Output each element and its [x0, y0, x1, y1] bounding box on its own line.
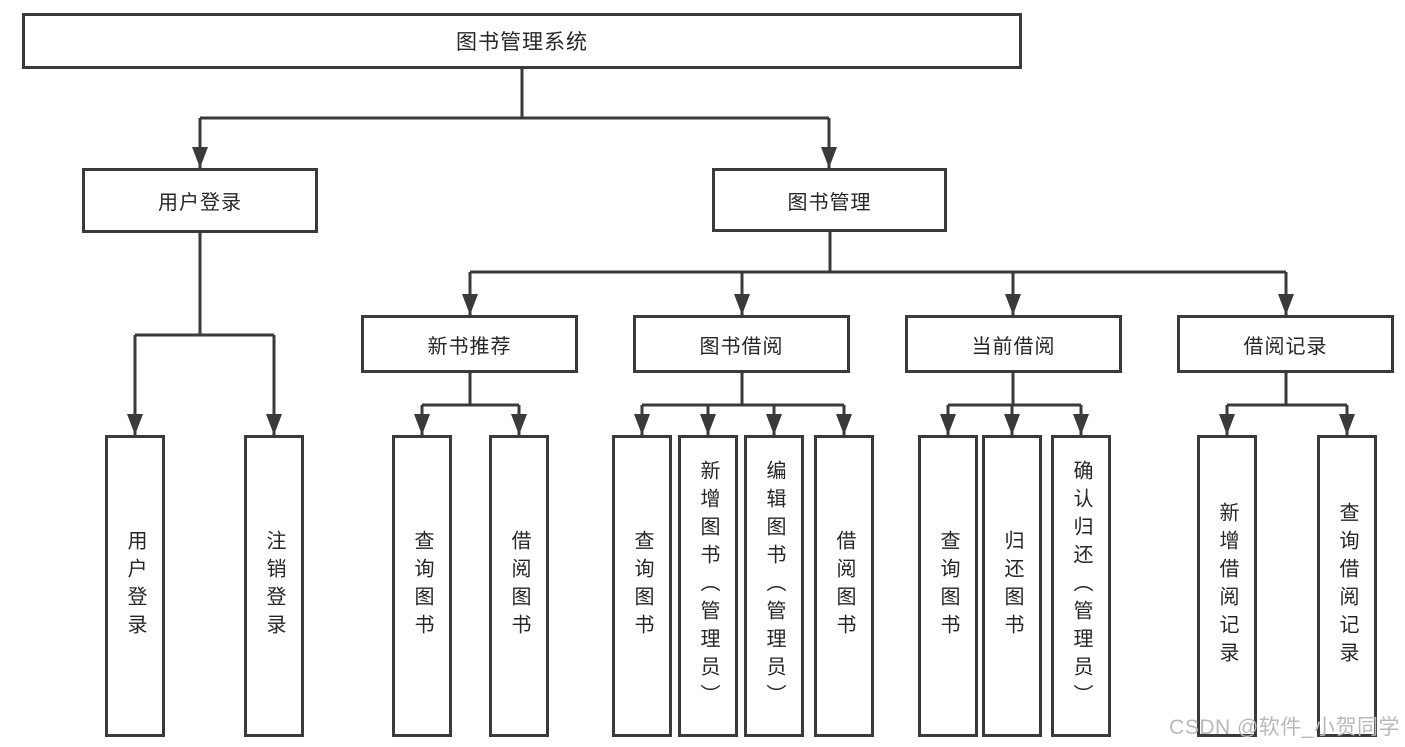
- leaf-query-books-current: 查询图书: [918, 435, 978, 737]
- leaf-borrow-books-recommend: 借阅图书: [489, 435, 549, 737]
- leaf-borrow-books-borrowing: 借阅图书: [814, 435, 874, 737]
- node-new-book-recommend: 新书推荐: [361, 315, 578, 373]
- leaf-confirm-return-admin-label: 确认归还（管理员）: [1070, 460, 1092, 712]
- node-current-borrowing: 当前借阅: [905, 315, 1122, 373]
- node-borrowing-records: 借阅记录: [1177, 315, 1394, 373]
- leaf-edit-books-admin: 编辑图书（管理员）: [744, 435, 804, 737]
- leaf-query-books-recommend: 查询图书: [392, 435, 452, 737]
- leaf-add-borrow-record-label: 新增借阅记录: [1216, 502, 1238, 670]
- node-user-login: 用户登录: [82, 168, 318, 233]
- leaf-add-books-admin-label: 新增图书（管理员）: [697, 460, 719, 712]
- leaf-borrow-books-borrowing-label: 借阅图书: [833, 530, 855, 642]
- leaf-user-login-label: 用户登录: [124, 530, 146, 642]
- leaf-logout-label: 注销登录: [263, 530, 285, 642]
- leaf-user-login: 用户登录: [105, 435, 165, 737]
- leaf-query-borrow-record: 查询借阅记录: [1317, 435, 1377, 737]
- leaf-borrow-books-recommend-label: 借阅图书: [508, 530, 530, 642]
- leaf-logout: 注销登录: [244, 435, 304, 737]
- leaf-return-books-label: 归还图书: [1001, 530, 1023, 642]
- leaf-return-books: 归还图书: [982, 435, 1042, 737]
- node-book-borrowing: 图书借阅: [633, 315, 850, 373]
- leaf-query-books-borrowing: 查询图书: [612, 435, 672, 737]
- node-book-management: 图书管理: [712, 168, 947, 232]
- leaf-edit-books-admin-label: 编辑图书（管理员）: [763, 460, 785, 712]
- leaf-add-borrow-record: 新增借阅记录: [1197, 435, 1257, 737]
- leaf-query-books-borrowing-label: 查询图书: [631, 530, 653, 642]
- node-library-system: 图书管理系统: [22, 13, 1022, 69]
- watermark: CSDN @软件_小贺同学: [1169, 716, 1400, 739]
- leaf-query-books-recommend-label: 查询图书: [411, 530, 433, 642]
- leaf-query-borrow-record-label: 查询借阅记录: [1336, 502, 1358, 670]
- leaf-query-books-current-label: 查询图书: [937, 530, 959, 642]
- leaf-confirm-return-admin: 确认归还（管理员）: [1051, 435, 1111, 737]
- leaf-add-books-admin: 新增图书（管理员）: [678, 435, 738, 737]
